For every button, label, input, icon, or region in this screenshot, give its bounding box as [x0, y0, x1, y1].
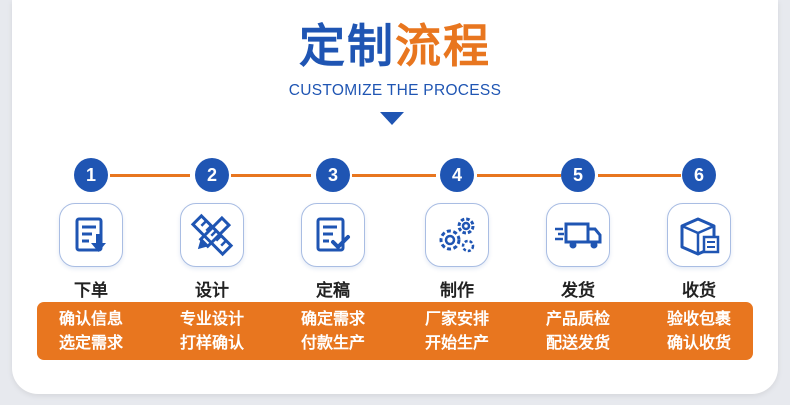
step-label: 收货: [682, 281, 716, 301]
step-label: 制作: [440, 281, 474, 301]
package-box-icon: [680, 217, 720, 256]
page-subtitle: CUSTOMIZE THE PROCESS: [288, 82, 502, 99]
step-icon-box: [425, 203, 489, 267]
ruler-pencil-icon: [190, 213, 234, 257]
step-description-line: 配送发货: [545, 333, 610, 352]
connector-line: [598, 174, 681, 177]
title-part-orange: 流程: [395, 19, 491, 73]
step-icon-box: [667, 203, 731, 267]
connector-line: [477, 174, 561, 177]
step-icon-box: [546, 203, 610, 267]
document-check-icon: [316, 217, 350, 252]
step-number: 1: [74, 158, 108, 192]
step-description-line: 验收包裹: [666, 309, 731, 328]
step-icon-box: [301, 203, 365, 267]
delivery-truck-icon: [555, 222, 602, 249]
step-icon-box: [180, 203, 244, 267]
down-arrow-icon: [380, 112, 404, 125]
step-number: 5: [561, 158, 595, 192]
step-description: 确定需求 付款生产: [273, 307, 393, 355]
step-icon-box: [59, 203, 123, 267]
step-number: 3: [316, 158, 350, 192]
step-description-line: 确定需求: [300, 309, 365, 328]
step-label: 发货: [561, 281, 595, 301]
step-number: 6: [682, 158, 716, 192]
step-description-line: 付款生产: [300, 333, 365, 352]
step-description: 验收包裹 确认收货: [639, 307, 759, 355]
order-document-icon: [75, 217, 106, 252]
step-label: 设计: [195, 281, 229, 301]
step-description: 专业设计 打样确认: [152, 307, 272, 355]
step-number: 4: [440, 158, 474, 192]
step-description: 产品质检 配送发货: [518, 307, 638, 355]
gears-icon: [439, 217, 475, 253]
step-description: 厂家安排 开始生产: [397, 307, 517, 355]
step-description-line: 专业设计: [179, 309, 244, 328]
connector-line: [110, 174, 190, 177]
description-band: [37, 302, 753, 360]
step-description-line: 确认信息: [58, 309, 123, 328]
step-description-line: 打样确认: [179, 333, 244, 352]
step-description-line: 开始生产: [424, 333, 489, 352]
title-part-blue: 定制: [299, 19, 395, 73]
step-description: 确认信息 选定需求: [31, 307, 151, 355]
step-label: 下单: [74, 281, 108, 301]
connector-line: [231, 174, 311, 177]
step-label: 定稿: [316, 281, 350, 301]
step-description-line: 选定需求: [58, 333, 123, 352]
step-description-line: 产品质检: [545, 309, 610, 328]
page-title: 定制流程: [0, 18, 790, 74]
step-number: 2: [195, 158, 229, 192]
step-description-line: 厂家安排: [424, 309, 489, 328]
step-description-line: 确认收货: [666, 333, 731, 352]
connector-line: [352, 174, 436, 177]
